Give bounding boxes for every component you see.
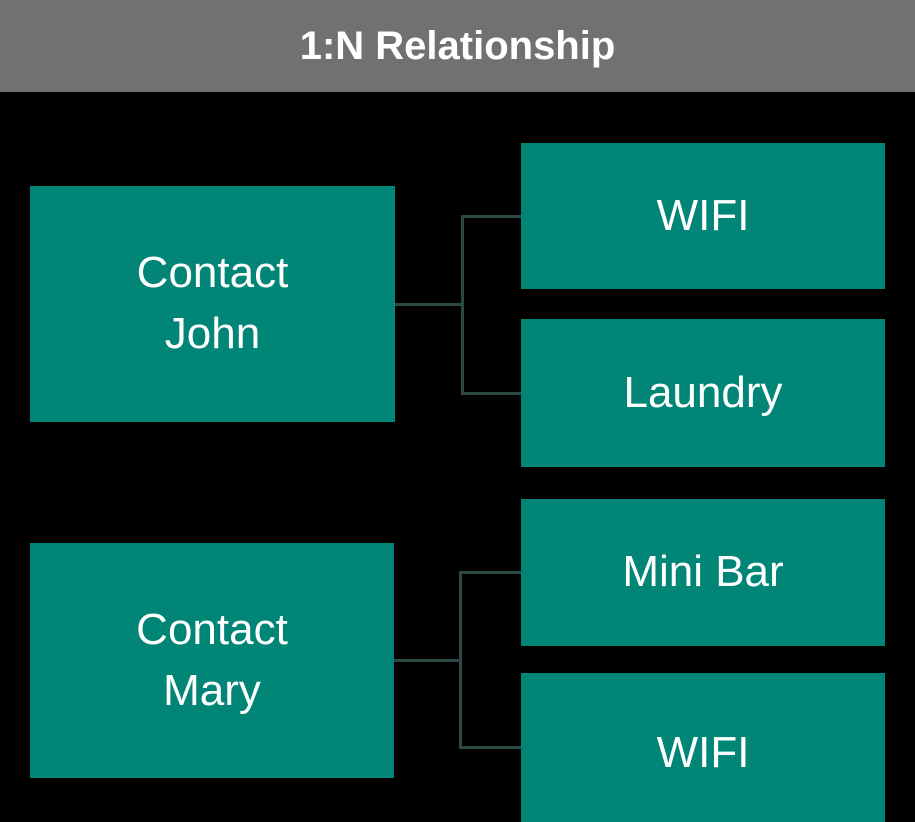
connector-john-to-wifi [461,215,521,218]
node-contact-john: Contact John [30,186,395,422]
node-wifi-john-label: WIFI [656,190,750,240]
node-contact-john-label: Contact John [136,248,289,358]
connector-john-stem [395,303,464,306]
connector-mary-stem [394,659,461,662]
node-laundry-label: Laundry [623,367,783,417]
connector-john-to-laundry [461,392,521,395]
connector-john-vertical [461,215,464,395]
node-mini-bar: Mini Bar [521,499,885,646]
connector-mary-to-minibar [459,571,521,574]
node-wifi-mary: WIFI [521,673,885,822]
node-wifi-john: WIFI [521,143,885,289]
node-laundry: Laundry [521,319,885,467]
connector-mary-to-wifi [459,746,521,749]
diagram-title: 1:N Relationship [299,23,616,68]
node-mini-bar-label: Mini Bar [622,547,784,597]
header-bar: 1:N Relationship [0,0,915,92]
connector-mary-vertical [459,571,462,749]
node-contact-mary-label: Contact Mary [136,604,288,715]
node-wifi-mary-label: WIFI [656,727,750,777]
node-contact-mary: Contact Mary [30,543,394,778]
